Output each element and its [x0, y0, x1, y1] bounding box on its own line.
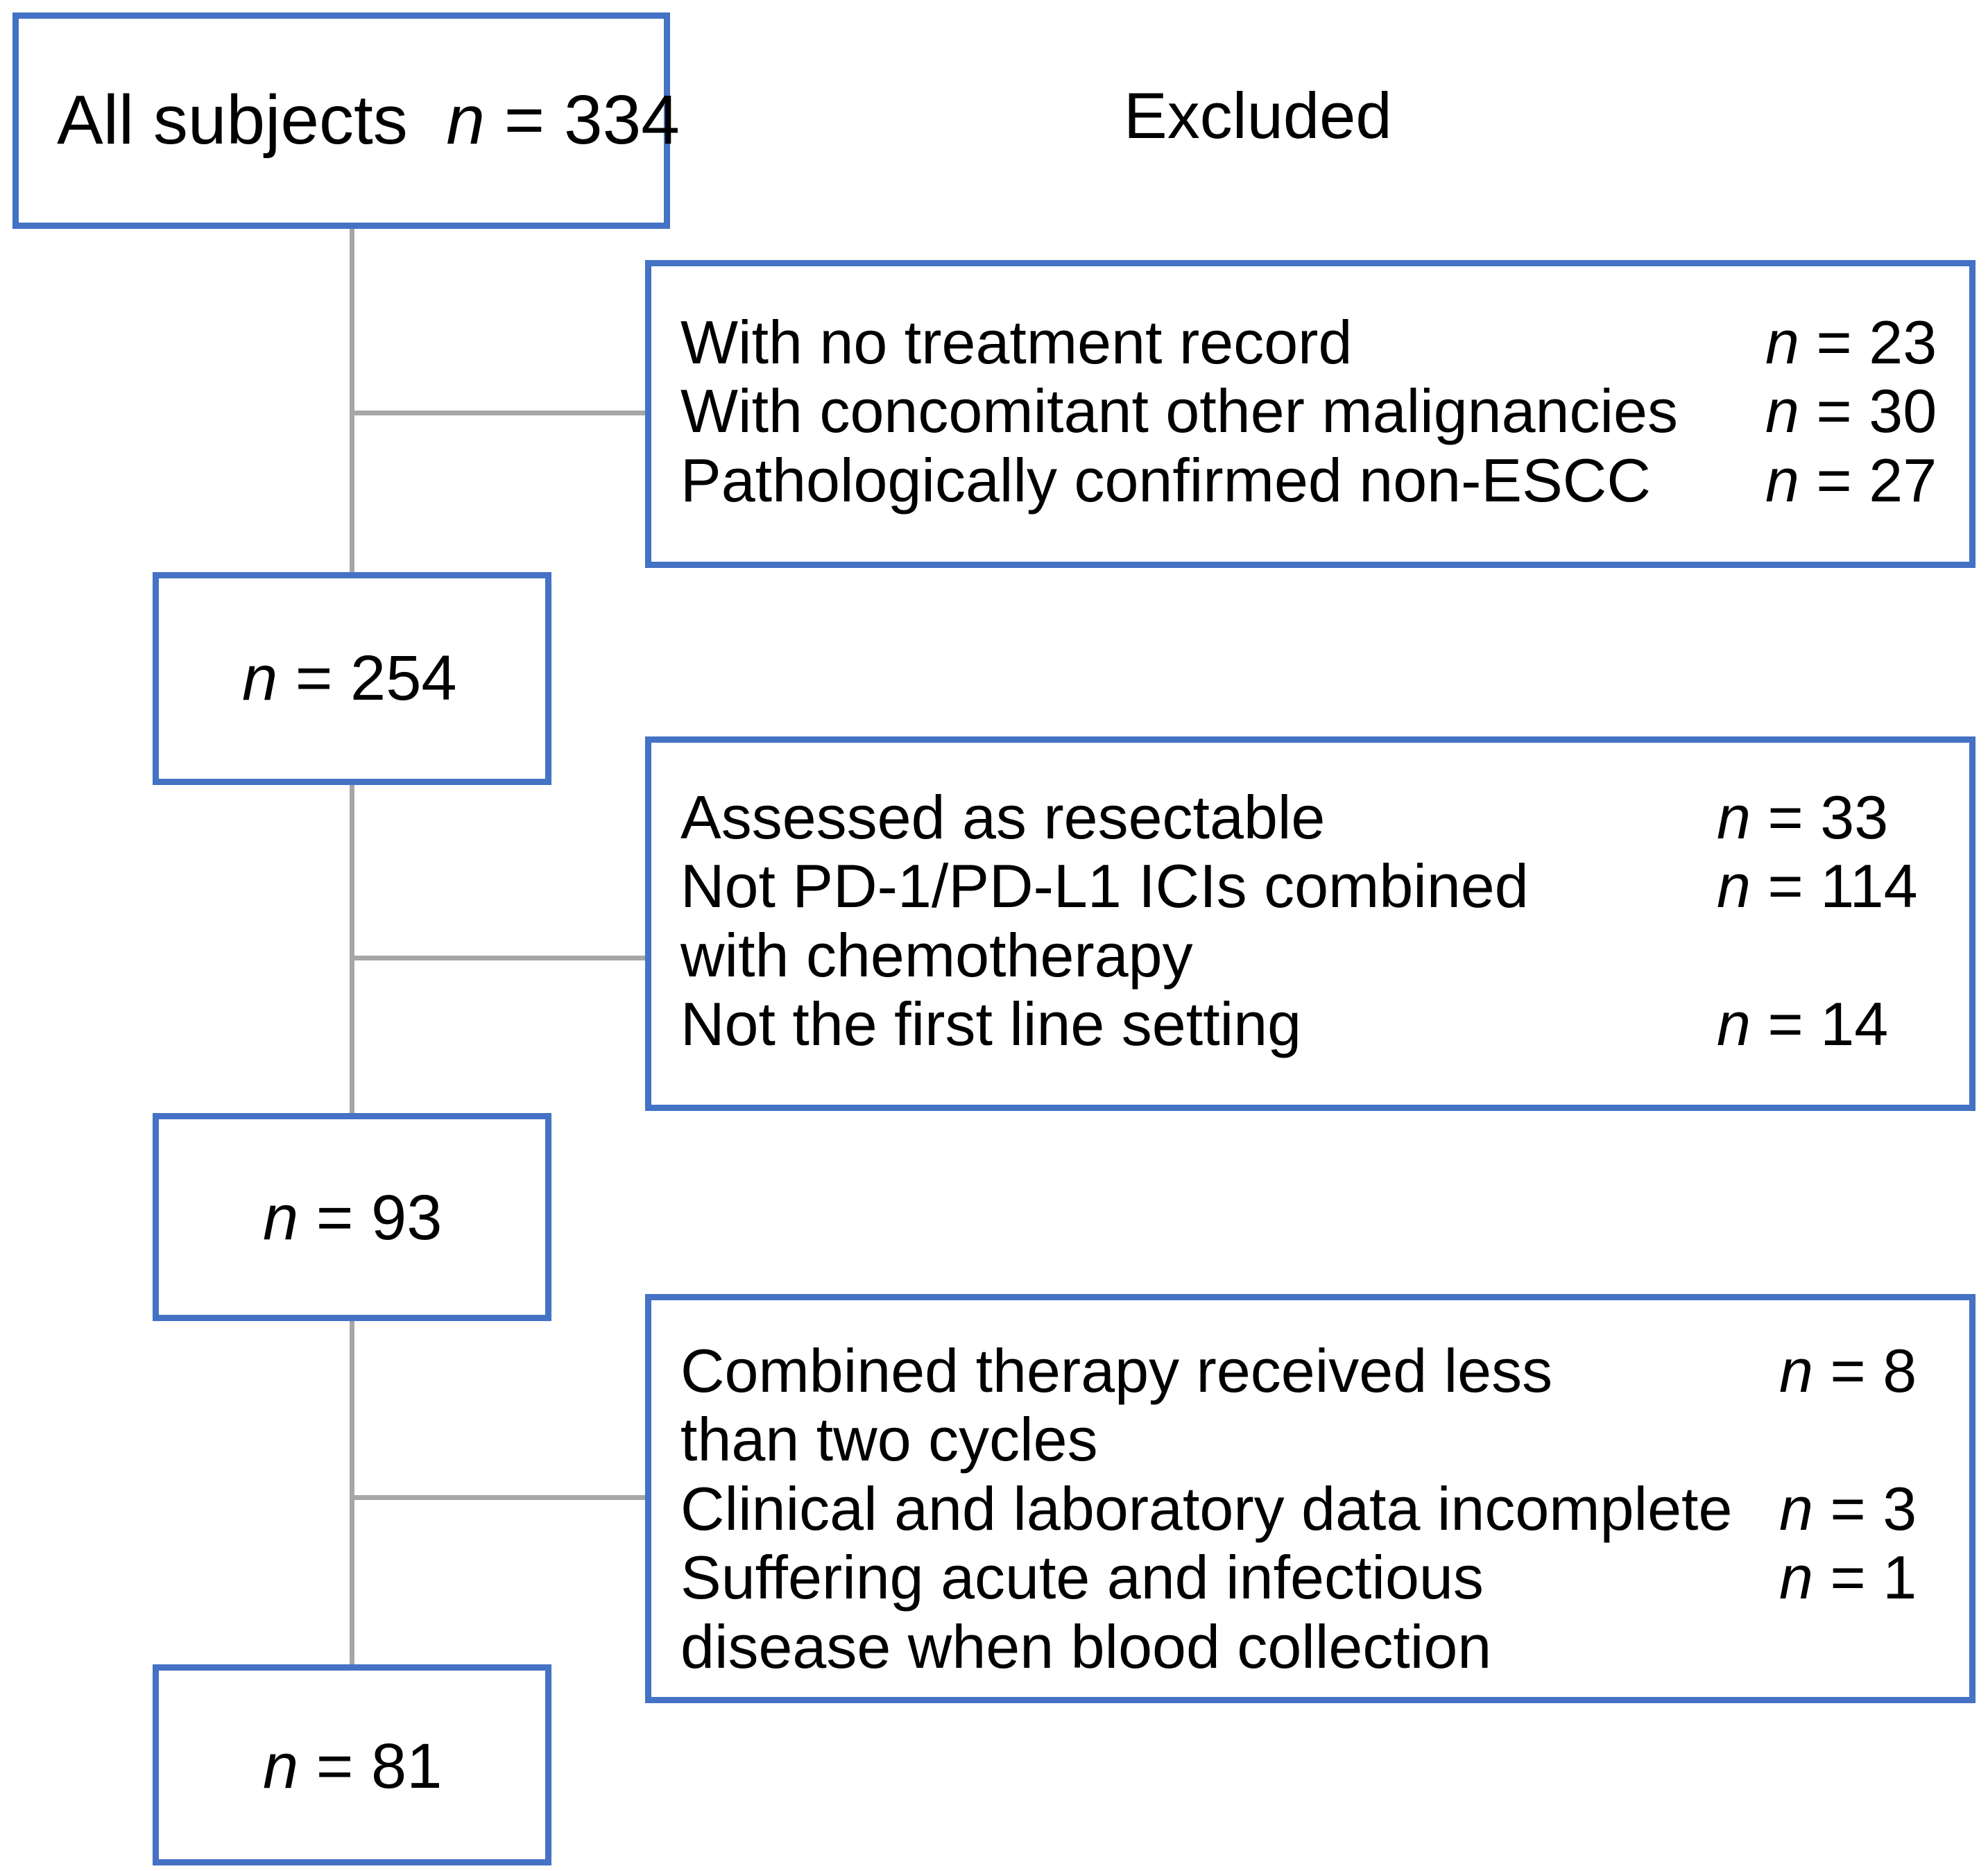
n-value: 3	[1883, 1474, 1917, 1543]
node-label-n-254: n = 254	[242, 646, 457, 710]
exclusion-reason: Pathologically confirmed non-ESCC	[680, 445, 1651, 515]
exclusion-box-2[interactable]: Assessed as resectable n = 33 Not PD-1/P…	[645, 736, 1976, 1111]
connector-branch-3	[350, 1495, 648, 1500]
node-label-n-81: n = 81	[263, 1734, 442, 1798]
n-value: 23	[1869, 308, 1937, 377]
exclusion-reason: Assessed as resectable	[680, 783, 1326, 852]
connector-spine-1	[350, 229, 354, 576]
exclusion-reason: Not PD-1/PD-L1 ICIs combined with chemot…	[680, 852, 1529, 990]
exclusion-count: n = 1	[1779, 1543, 1953, 1612]
connector-branch-1	[350, 411, 648, 415]
n-symbol: n	[1779, 1543, 1813, 1612]
exclusion-reason: Not the first line setting	[680, 990, 1302, 1059]
exclusion-row: Not the first line setting n = 14	[680, 990, 1953, 1058]
exclusion-count: n = 30	[1765, 377, 1953, 445]
n-value: 14	[1820, 990, 1889, 1059]
n-81-symbol: n	[263, 1731, 299, 1802]
exclusion-reason: Suffering acute and infectious disease w…	[680, 1543, 1492, 1681]
n-symbol: n	[1717, 852, 1751, 921]
node-box-n-93[interactable]: n = 93	[153, 1113, 551, 1321]
n-93-equals: =	[316, 1182, 354, 1253]
exclusion-list-3: Combined therapy received less than two …	[680, 1336, 1953, 1681]
node-box-n-254[interactable]: n = 254	[153, 572, 551, 785]
n-symbol: n	[1717, 990, 1751, 1059]
exclusion-row: With no treatment record n = 23	[680, 308, 1953, 377]
n-value: 8	[1883, 1336, 1917, 1405]
n-symbol: n	[1765, 308, 1799, 377]
exclusion-row: Pathologically confirmed non-ESCC n = 27	[680, 446, 1953, 515]
equals-sign: =	[1767, 990, 1803, 1059]
node-label-all-subjects: All subjects n = 334	[57, 85, 680, 155]
n-value: 27	[1869, 445, 1937, 515]
connector-branch-2	[350, 956, 648, 960]
n-254-symbol: n	[242, 643, 278, 714]
exclusion-reason: With no treatment record	[680, 308, 1353, 377]
exclusion-list-2: Assessed as resectable n = 33 Not PD-1/P…	[680, 783, 1953, 1059]
exclusion-count: n = 14	[1717, 990, 1953, 1058]
equals-sign: =	[1830, 1336, 1866, 1405]
exclusion-reason: Clinical and laboratory data incomplete	[680, 1474, 1733, 1543]
equals-sign: =	[1816, 377, 1852, 446]
equals-sign: =	[1767, 783, 1803, 852]
n-symbol: n	[1779, 1474, 1813, 1543]
exclusion-row: Assessed as resectable n = 33	[680, 783, 1953, 852]
all-subjects-label: All subjects	[57, 81, 408, 159]
n-symbol: n	[1717, 783, 1751, 852]
exclusion-count: n = 114	[1717, 852, 1953, 920]
exclusion-count: n = 33	[1717, 783, 1953, 852]
n-value: 30	[1869, 377, 1937, 446]
exclusion-count: n = 8	[1779, 1336, 1953, 1405]
all-subjects-n-value: 334	[563, 81, 680, 159]
n-93-symbol: n	[263, 1182, 299, 1253]
exclusion-row: Not PD-1/PD-L1 ICIs combined with chemot…	[680, 852, 1953, 990]
n-value: 33	[1820, 783, 1889, 852]
excluded-header: Excluded	[1124, 79, 1392, 152]
exclusion-count: n = 23	[1765, 308, 1953, 377]
exclusion-count: n = 3	[1779, 1474, 1953, 1543]
equals-sign: =	[1830, 1543, 1866, 1612]
equals-sign: =	[1830, 1474, 1866, 1543]
exclusion-reason: Combined therapy received less than two …	[680, 1336, 1553, 1474]
n-254-value: 254	[350, 643, 457, 714]
all-subjects-n-symbol: n	[446, 81, 485, 159]
n-93-value: 93	[371, 1182, 443, 1253]
node-box-n-81[interactable]: n = 81	[153, 1664, 551, 1865]
equals-sign: =	[1816, 445, 1852, 515]
n-value: 1	[1883, 1543, 1917, 1612]
exclusion-box-1[interactable]: With no treatment record n = 23 With con…	[645, 260, 1976, 568]
exclusion-row: With concomitant other malignancies n = …	[680, 377, 1953, 445]
exclusion-list-1: With no treatment record n = 23 With con…	[680, 308, 1953, 515]
n-81-equals: =	[316, 1731, 354, 1802]
exclusion-row: Clinical and laboratory data incomplete …	[680, 1474, 1953, 1543]
n-symbol: n	[1779, 1336, 1813, 1405]
connector-spine-2	[350, 782, 354, 1119]
node-box-all-subjects[interactable]: All subjects n = 334	[12, 12, 680, 229]
n-254-equals: =	[295, 643, 333, 714]
n-symbol: n	[1765, 445, 1799, 515]
equals-sign: =	[1767, 852, 1803, 921]
n-value: 114	[1820, 852, 1918, 921]
exclusion-box-3[interactable]: Combined therapy received less than two …	[645, 1294, 1976, 1703]
n-81-value: 81	[371, 1731, 443, 1802]
connector-spine-3	[350, 1318, 354, 1671]
all-subjects-equals: =	[504, 81, 545, 159]
exclusion-row: Suffering acute and infectious disease w…	[680, 1543, 1953, 1681]
exclusion-row: Combined therapy received less than two …	[680, 1336, 1953, 1474]
n-symbol: n	[1765, 377, 1799, 446]
equals-sign: =	[1816, 308, 1852, 377]
exclusion-reason: With concomitant other malignancies	[680, 377, 1678, 446]
exclusion-count: n = 27	[1765, 446, 1953, 515]
node-label-n-93: n = 93	[263, 1186, 442, 1250]
